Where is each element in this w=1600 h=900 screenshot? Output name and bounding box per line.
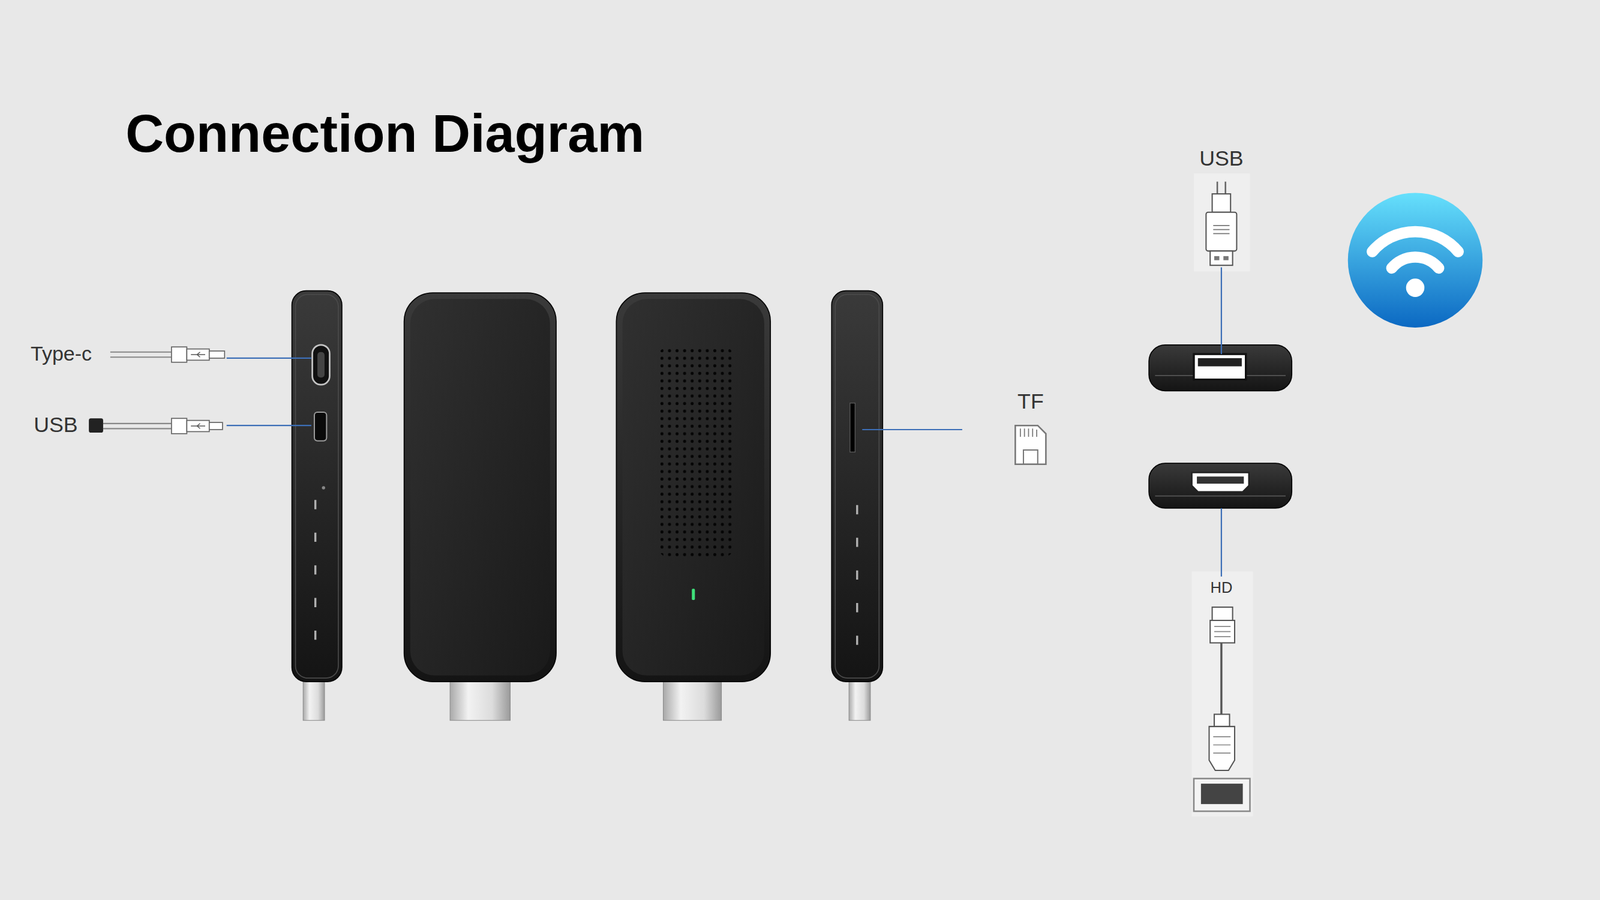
leader-line bbox=[226, 357, 312, 359]
hdmi-cable-icon bbox=[1213, 736, 1231, 753]
leader-line bbox=[862, 428, 963, 431]
hdmi-cable-icon bbox=[1212, 607, 1233, 621]
stick-end-view bbox=[1148, 344, 1292, 392]
wifi-icon bbox=[1372, 231, 1458, 252]
stick-side-view bbox=[292, 290, 342, 682]
wifi-icon bbox=[1348, 192, 1483, 327]
hdmi-cable-icon bbox=[1201, 783, 1244, 804]
stick-side-view bbox=[322, 485, 326, 489]
stick-end-view bbox=[1193, 353, 1247, 380]
leader-line bbox=[1220, 508, 1223, 577]
diagram-title-holder: Connection Diagram bbox=[125, 107, 645, 161]
usb-plug-icon bbox=[1210, 250, 1233, 266]
usb-plug-icon bbox=[1224, 181, 1227, 194]
cable-icon bbox=[186, 349, 209, 361]
cable-icon bbox=[110, 351, 172, 353]
tf-card-icon bbox=[1023, 449, 1038, 465]
cable-icon bbox=[171, 346, 188, 363]
stick-side-view bbox=[292, 290, 342, 721]
icon-band bbox=[1193, 173, 1251, 272]
stick-side-view bbox=[314, 499, 317, 663]
port-label-holder: USB bbox=[1199, 148, 1244, 170]
stick-side-view bbox=[314, 412, 327, 441]
cable-icon bbox=[190, 423, 206, 429]
wifi-icon bbox=[1348, 192, 1483, 327]
stick-side-view bbox=[835, 294, 879, 678]
usb-plug-icon bbox=[1214, 256, 1220, 261]
leader-line bbox=[226, 424, 312, 426]
hdmi-cable-icon bbox=[1193, 778, 1251, 812]
usb-plug-icon bbox=[1205, 181, 1237, 266]
wifi-icon bbox=[1406, 278, 1425, 297]
port-label-holder: Type-c bbox=[30, 343, 92, 364]
stick-side-view bbox=[312, 344, 330, 385]
port-label-holder: TF bbox=[1017, 391, 1044, 413]
cable-icon bbox=[110, 346, 225, 363]
cable-icon bbox=[103, 427, 172, 429]
cable-icon bbox=[171, 418, 188, 434]
tf-card-icon bbox=[1020, 428, 1037, 437]
cable-icon bbox=[209, 350, 225, 359]
cable-icon bbox=[103, 422, 172, 425]
port-label: HD bbox=[1210, 580, 1233, 596]
leader-line bbox=[1220, 267, 1223, 355]
usb-plug-icon bbox=[1216, 181, 1219, 194]
port-label: USB bbox=[33, 414, 78, 437]
stick-end-view bbox=[1148, 463, 1292, 509]
stick-end-view bbox=[1154, 495, 1286, 497]
usb-plug-icon bbox=[1205, 212, 1237, 252]
usb-plug-icon bbox=[1223, 256, 1229, 261]
stick-front-view bbox=[410, 298, 551, 676]
stick-side-view bbox=[850, 403, 856, 453]
cable-icon bbox=[190, 352, 206, 358]
stick-end-view bbox=[1148, 463, 1292, 509]
stick-side-view bbox=[831, 290, 883, 682]
hdmi-cable-icon bbox=[1214, 713, 1230, 726]
leader-line bbox=[226, 267, 1222, 577]
cable-icon bbox=[88, 418, 104, 433]
stick-back-view bbox=[658, 346, 734, 557]
cable-icon bbox=[186, 420, 209, 432]
stick-side-view bbox=[831, 290, 883, 721]
port-label: USB bbox=[1199, 148, 1244, 170]
hdmi-cable-icon bbox=[1214, 626, 1231, 637]
stick-end-view bbox=[1196, 476, 1244, 484]
cable-icon bbox=[110, 356, 172, 358]
stick-front-view bbox=[404, 292, 557, 682]
hdmi-cable-icon bbox=[1220, 642, 1223, 714]
diagram-title: Connection Diagram bbox=[125, 107, 645, 161]
stick-side-view bbox=[856, 505, 858, 669]
icon-band bbox=[1192, 571, 1254, 816]
hdmi-cable-icon bbox=[1210, 620, 1235, 643]
tf-card-icon bbox=[1015, 425, 1046, 465]
stick-back-view bbox=[622, 298, 765, 676]
cable-icon bbox=[209, 422, 223, 430]
usb-plug-icon bbox=[1212, 193, 1232, 213]
stick-back-view bbox=[616, 292, 771, 682]
wifi-icon bbox=[1391, 257, 1439, 269]
stick-end-view bbox=[1148, 344, 1292, 392]
stick-end-view bbox=[1192, 472, 1250, 492]
stick-back-view bbox=[616, 292, 771, 721]
usb-plug-icon bbox=[1213, 225, 1230, 234]
stick-end-view bbox=[1198, 358, 1242, 367]
hdmi-cable-icon bbox=[1208, 726, 1235, 771]
cable-icon bbox=[88, 418, 223, 434]
hdmi-cable-icon bbox=[1193, 607, 1251, 812]
port-label: TF bbox=[1017, 391, 1044, 413]
stick-back-view bbox=[691, 588, 695, 600]
stick-front-view bbox=[404, 292, 557, 721]
stick-side-view bbox=[317, 352, 325, 378]
port-label-holder: USB bbox=[33, 414, 78, 437]
port-label: Type-c bbox=[30, 343, 92, 364]
stick-side-view bbox=[295, 294, 339, 678]
tf-card-icon bbox=[1015, 425, 1046, 465]
port-label-holder: HD bbox=[1210, 580, 1233, 596]
